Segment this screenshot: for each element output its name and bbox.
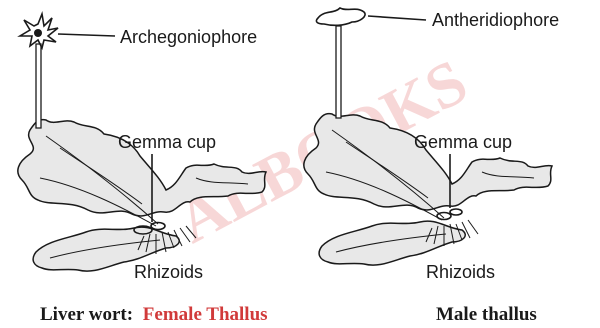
male-thallus-figure: Antheridiophore Gemma cup Rhizoids — [304, 8, 559, 282]
archegoniophore-stalk — [36, 44, 41, 128]
archegoniophore-head — [20, 14, 58, 48]
caption-female-emph: Female Thallus — [143, 304, 268, 325]
male-rhizoids-label: Rhizoids — [426, 262, 495, 282]
male-gemma-cup-1 — [437, 213, 451, 220]
female-gemma-cup-label: Gemma cup — [118, 132, 216, 152]
male-gemma-cup-label: Gemma cup — [414, 132, 512, 152]
antheridiophore-stalk — [336, 26, 341, 118]
antheridiophore-leader — [368, 16, 426, 20]
male-gemma-cup-2 — [450, 209, 462, 215]
male-thallus-lobe — [319, 221, 465, 265]
archegoniophore-leader — [58, 34, 115, 36]
caption-male: Male thallus — [436, 304, 537, 325]
caption-female-prefix: Liver wort: — [40, 304, 133, 325]
archegoniophore-label: Archegoniophore — [120, 27, 257, 47]
antheridiophore-label: Antheridiophore — [432, 10, 559, 30]
female-thallus-figure: Archegoniophore Gemma cup Rhizoids — [18, 14, 266, 282]
caption-female: Liver wort: Female Thallus — [40, 304, 268, 325]
female-rhizoids-label: Rhizoids — [134, 262, 203, 282]
antheridiophore-head — [316, 8, 365, 25]
